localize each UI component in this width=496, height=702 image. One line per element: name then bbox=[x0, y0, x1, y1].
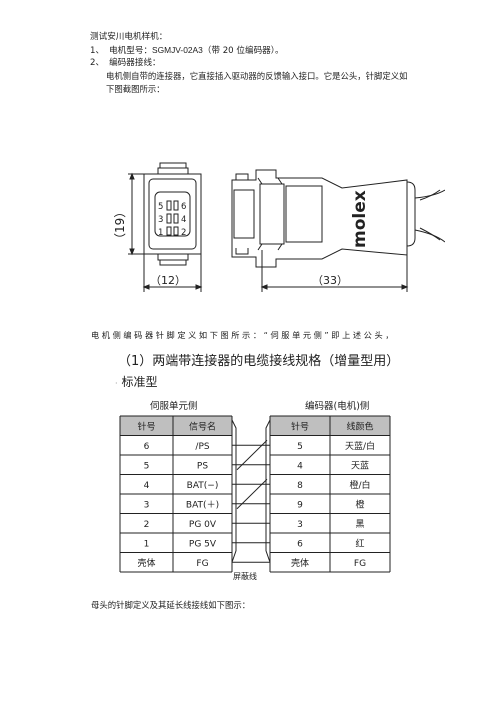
servo-side-label: 伺服单元侧 bbox=[150, 400, 198, 412]
dimension-height: （19） bbox=[113, 206, 127, 245]
servo-header-cell: 针号 bbox=[137, 420, 155, 432]
list-item-motor-model: 1、电机型号：SGMJV-02A3（带 20 位编码器）。 bbox=[90, 44, 284, 57]
servo-table-cell: 壳体 bbox=[137, 557, 155, 569]
wiring-spec-title: （1）两端带连接器的电缆接线规格（增量型用） bbox=[118, 354, 400, 369]
encoder-table-cell: 壳体 bbox=[291, 557, 309, 569]
encoder-table-cell: FG bbox=[354, 559, 366, 569]
pin-label: 5 bbox=[158, 202, 163, 212]
subtitle-text: 标准型 bbox=[121, 375, 158, 389]
bullet-icon: · bbox=[115, 379, 118, 388]
encoder-table-cell: 5 bbox=[297, 442, 303, 452]
servo-table-cell: 2 bbox=[144, 520, 150, 530]
wires bbox=[231, 419, 271, 563]
servo-table-cell: 4 bbox=[144, 481, 150, 491]
paragraph-line: 电 机 侧 编 码 器 针 脚 定 义 如 下 图 所 示 ： “ 伺 服 单 … bbox=[91, 330, 394, 340]
encoder-table-cell: 天蓝/白 bbox=[345, 440, 375, 452]
shield-line bbox=[265, 419, 271, 563]
servo-header-cell: 信号名 bbox=[189, 420, 216, 432]
motor-model: SGMJV-02A3 bbox=[152, 45, 203, 55]
connector-side-outline bbox=[231, 169, 408, 268]
encoder-table-cell: 6 bbox=[297, 539, 303, 549]
encoder-table-cell: 8 bbox=[297, 481, 303, 491]
list-text: 编码器接线： bbox=[109, 58, 161, 68]
servo-table-cell: 3 bbox=[144, 500, 150, 510]
encoder-table-cell: 4 bbox=[297, 461, 303, 471]
twisted-pair-mark bbox=[236, 439, 268, 471]
pin-label: 6 bbox=[181, 202, 186, 212]
encoder-table-cell: 橙/白 bbox=[349, 479, 370, 491]
pin-label: 3 bbox=[158, 215, 163, 225]
encoder-table-cell: 天蓝 bbox=[351, 459, 369, 471]
list-item-encoder-wiring: 2、编码器接线： bbox=[90, 57, 161, 69]
paragraph-line: 电机侧自带的连接器，它直接插入驱动器的反馈输入接口。它是公头，针脚定义如 bbox=[106, 71, 408, 81]
servo-table-cell: BAT(＋) bbox=[186, 499, 219, 510]
servo-table-cell: BAT(−) bbox=[187, 481, 219, 491]
encoder-side-label: 编码器(电机)侧 bbox=[305, 400, 369, 412]
dimension-width-small: （12） bbox=[150, 274, 186, 287]
servo-table-cell: /PS bbox=[195, 442, 209, 452]
pin-label: 4 bbox=[181, 215, 186, 225]
servo-table-cell: 1 bbox=[144, 539, 150, 549]
pin-label: 1 bbox=[158, 228, 163, 238]
list-label: 电机型号： bbox=[109, 46, 153, 56]
wiring-spec-subtitle: ·标准型 bbox=[115, 374, 158, 392]
servo-table-cell: FG bbox=[196, 559, 208, 569]
encoder-table-cell: 橙 bbox=[355, 498, 364, 510]
encoder-table-cell: 3 bbox=[297, 520, 303, 530]
paragraph-line: 下图截图所示： bbox=[106, 84, 165, 94]
molex-logo: molex bbox=[350, 190, 370, 248]
motor-model-note: （带 20 位编码器）。 bbox=[202, 46, 284, 56]
list-number: 1、 bbox=[90, 46, 105, 56]
connector-drawing: 5 6 3 4 1 2 molex （19） （12） （33） bbox=[113, 162, 445, 292]
shield-label: 屏蔽线 bbox=[233, 571, 257, 581]
encoder-table: 针号 线颜色 5 天蓝/白 4 天蓝 8 橙/白 9 橙 3 黑 6 红壳体 FG bbox=[269, 415, 391, 573]
twisted-pair-mark bbox=[236, 478, 268, 510]
encoder-header-cell: 针号 bbox=[291, 420, 309, 432]
servo-table-cell: 6 bbox=[144, 442, 150, 452]
servo-table-cell: 5 bbox=[144, 461, 150, 471]
servo-table: 针号 信号名 6/PS 5 PS 4 BAT(−) 3 BAT(＋) 2 PG 0V 1 PG 5V 壳体… bbox=[119, 415, 233, 573]
list-number: 2、 bbox=[90, 58, 105, 68]
servo-table-cell: PG 5V bbox=[189, 539, 217, 549]
servo-table-cell: PG 0V bbox=[189, 520, 217, 530]
shield-line bbox=[231, 419, 237, 563]
connector-pin-block bbox=[154, 191, 191, 237]
servo-table-cell: PS bbox=[197, 461, 208, 471]
encoder-table-cell: 黑 bbox=[355, 519, 364, 530]
intro-line: 测试安川电机样机： bbox=[90, 32, 168, 42]
encoder-header-cell: 线颜色 bbox=[346, 420, 373, 432]
dimension-width-large: （33） bbox=[312, 274, 348, 287]
footer-line: 母头的针脚定义及其延长线接线如下图示： bbox=[91, 600, 251, 610]
encoder-table-cell: 9 bbox=[297, 500, 303, 510]
connector-front-outline bbox=[143, 173, 202, 255]
pin-label: 2 bbox=[181, 228, 186, 238]
encoder-table-cell: 红 bbox=[355, 537, 364, 549]
